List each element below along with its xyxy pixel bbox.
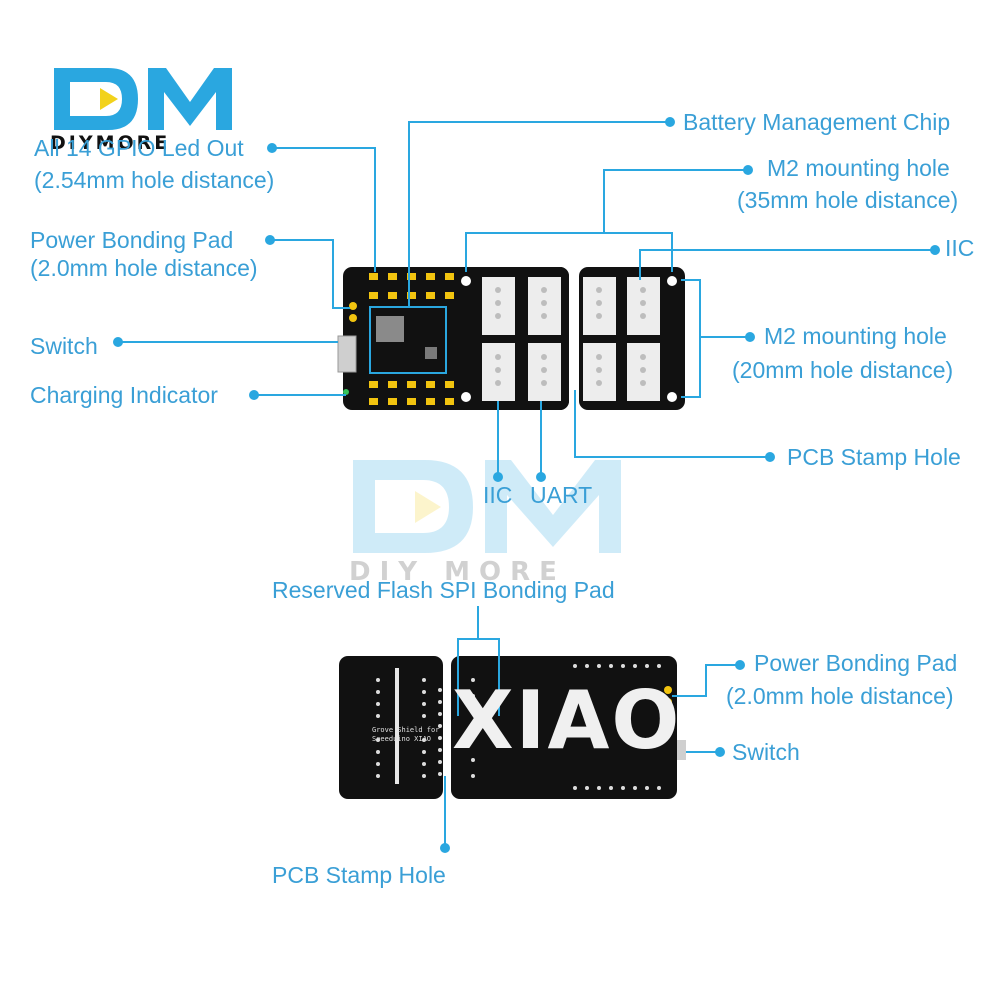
- battery-chip: [425, 347, 437, 359]
- gpio-label-line2: (2.54mm hole distance): [34, 167, 275, 193]
- battery-chip-label: Battery Management Chip: [683, 109, 951, 135]
- iic-bottom-label: IIC: [483, 482, 513, 508]
- bottom-power-pad-line2: (2.0mm hole distance): [726, 683, 954, 709]
- power-pad-label-line2: (2.0mm hole distance): [30, 255, 258, 281]
- bottom-board-left: [339, 656, 443, 799]
- flash-spi-label: Reserved Flash SPI Bonding Pad: [272, 577, 615, 603]
- bottom-switch: [677, 740, 686, 760]
- xiao-silkscreen: XIAO: [452, 674, 682, 767]
- grove-connectors: [482, 277, 660, 401]
- gpio-pads: [349, 273, 454, 405]
- gpio-label-line1: All 14 GPIO Led Out: [34, 135, 244, 161]
- brand-logo-text: DIYMORE: [50, 132, 171, 154]
- board-text-2: Seeeduino XIAO: [372, 735, 432, 743]
- bottom-leader-lines: [444, 606, 740, 848]
- power-pad-label-line1: Power Bonding Pad: [30, 227, 234, 253]
- bottom-power-pad-line1: Power Bonding Pad: [754, 650, 958, 676]
- watermark-dm-icon: [353, 460, 621, 553]
- m2-35-label-line2: (35mm hole distance): [737, 187, 959, 213]
- m2-20-label-line1: M2 mounting hole: [764, 323, 947, 349]
- top-board: [337, 267, 685, 410]
- uart-label: UART: [530, 482, 593, 508]
- bottom-board-right: [451, 656, 677, 799]
- top-switch: [337, 335, 357, 373]
- stamp-hole-label-top: PCB Stamp Hole: [787, 444, 961, 470]
- bottom-board: [339, 656, 686, 799]
- bottom-switch-label: Switch: [732, 739, 800, 765]
- watermark-text: DIY MORE: [349, 557, 566, 587]
- mcu-chip: [376, 316, 404, 342]
- charging-led: [343, 389, 349, 395]
- charging-label: Charging Indicator: [30, 382, 218, 408]
- board-text-1: Grove Shield for: [372, 726, 440, 734]
- bottom-stamp-hole-label: PCB Stamp Hole: [272, 862, 446, 888]
- switch-label: Switch: [30, 333, 98, 359]
- brand-logo: DIYMORE: [48, 62, 238, 154]
- iic-right-label: IIC: [945, 235, 975, 261]
- m2-20-label-line2: (20mm hole distance): [732, 357, 954, 383]
- dm-logo-mark-icon: [54, 68, 232, 130]
- top-leader-lines: [118, 121, 935, 477]
- m2-35-label-line1: M2 mounting hole: [767, 155, 950, 181]
- watermark: DIY MORE: [345, 455, 635, 595]
